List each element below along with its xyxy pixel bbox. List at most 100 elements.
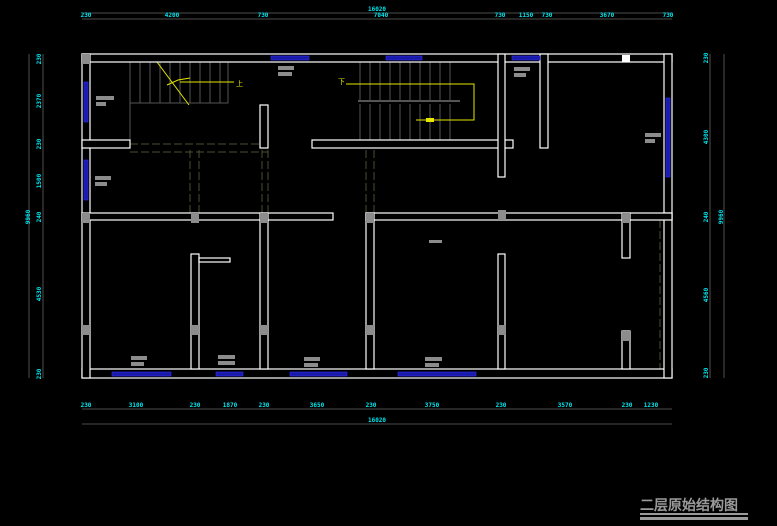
- wall: [497, 53, 506, 178]
- room-label: [95, 176, 111, 180]
- left-dim-label: 240: [36, 211, 43, 222]
- top-dim-label: 7040: [374, 12, 389, 19]
- room-label: [278, 72, 292, 76]
- staircases: [129, 61, 475, 140]
- room-label: [131, 362, 144, 366]
- window: [215, 371, 244, 377]
- room-label: [514, 67, 530, 71]
- left-dim-label: 230: [36, 138, 43, 149]
- top-dim-label: 730: [258, 12, 269, 19]
- wall: [497, 253, 506, 370]
- bottom-dim-label: 3650: [310, 402, 325, 409]
- right-dim-label: 240: [703, 211, 710, 222]
- room-label: [425, 363, 439, 367]
- window: [83, 81, 89, 123]
- column: [498, 325, 506, 335]
- bottom-dim-label: 3570: [558, 402, 573, 409]
- stair-arrow-head: [166, 77, 191, 86]
- column: [260, 325, 268, 335]
- window: [665, 97, 671, 178]
- column: [191, 325, 199, 335]
- title-underline-thick: [640, 517, 748, 520]
- drawing-title: 二层原始结构图: [640, 497, 738, 514]
- room-label: [218, 361, 235, 365]
- windows: [83, 55, 671, 377]
- window: [270, 55, 310, 61]
- bottom-dim-label: 1230: [644, 402, 659, 409]
- room-label: [304, 363, 318, 367]
- right-dim-label: 230: [703, 52, 710, 63]
- bottom-total-dim-label: 16020: [368, 417, 386, 424]
- left-dim-label: 2370: [36, 93, 43, 108]
- top-dim-label: 730: [542, 12, 553, 19]
- room-label: [645, 139, 655, 143]
- room-label: [131, 356, 147, 360]
- window: [289, 371, 348, 377]
- top-dim-label: 730: [663, 12, 674, 19]
- bottom-dim-label: 3750: [425, 402, 440, 409]
- stair-down-label: 下: [338, 78, 345, 86]
- wall: [259, 104, 269, 149]
- window: [511, 55, 541, 61]
- window: [397, 371, 477, 377]
- room-label: [514, 73, 526, 77]
- window: [111, 371, 172, 377]
- room-label: [425, 357, 442, 361]
- column: [82, 213, 90, 223]
- bottom-dim-label: 230: [81, 402, 92, 409]
- stair-up-label: 上: [236, 79, 243, 88]
- stair-arrow-tip: [426, 118, 434, 122]
- top-dim-label: 230: [81, 12, 92, 19]
- room-label: [304, 357, 320, 361]
- bottom-dim-label: 230: [259, 402, 270, 409]
- window: [385, 55, 423, 61]
- bottom-dim-label: 230: [190, 402, 201, 409]
- stair-down-arrow: [346, 83, 475, 121]
- stair-break-line: [156, 61, 190, 106]
- column-white: [622, 55, 630, 62]
- column: [366, 325, 374, 335]
- wall: [81, 53, 673, 63]
- wall: [81, 139, 131, 149]
- top-dim-label: 1150: [519, 12, 534, 19]
- wall: [311, 139, 514, 149]
- room-label: [429, 240, 442, 243]
- room-label: [645, 133, 661, 137]
- column: [82, 325, 90, 335]
- room-label: [278, 66, 294, 70]
- right-dim-label: 4560: [703, 287, 710, 302]
- column: [260, 213, 268, 223]
- title-underline: [640, 513, 748, 515]
- bottom-dim-label: 3100: [129, 402, 144, 409]
- bottom-dim-label: 230: [496, 402, 507, 409]
- column: [82, 54, 90, 64]
- bottom-dim-label: 230: [366, 402, 377, 409]
- wall: [259, 212, 269, 370]
- column: [622, 213, 630, 223]
- top-dim-label: 3670: [600, 12, 615, 19]
- wall: [81, 212, 334, 221]
- beam-dashed-lines: [130, 143, 669, 369]
- wall: [539, 53, 549, 149]
- right-total-dim-label: 9960: [718, 209, 725, 224]
- left-dim-label: 4530: [36, 286, 43, 301]
- right-dim-label: 4300: [703, 129, 710, 144]
- wall: [365, 212, 375, 370]
- columns: [82, 54, 630, 341]
- room-label: [96, 102, 106, 106]
- bottom-dim-label: 1870: [223, 402, 238, 409]
- left-dim-label: 1500: [36, 173, 43, 188]
- left-dim-label: 230: [36, 368, 43, 379]
- wall: [198, 257, 231, 263]
- bottom-dim-label: 230: [622, 402, 633, 409]
- room-label: [96, 96, 114, 100]
- wall: [663, 212, 673, 379]
- room-label: [95, 182, 107, 186]
- right-dim-label: 230: [703, 367, 710, 378]
- top-dim-label: 4200: [165, 12, 180, 19]
- room-label: [218, 355, 235, 359]
- column: [622, 331, 630, 341]
- window: [83, 159, 89, 201]
